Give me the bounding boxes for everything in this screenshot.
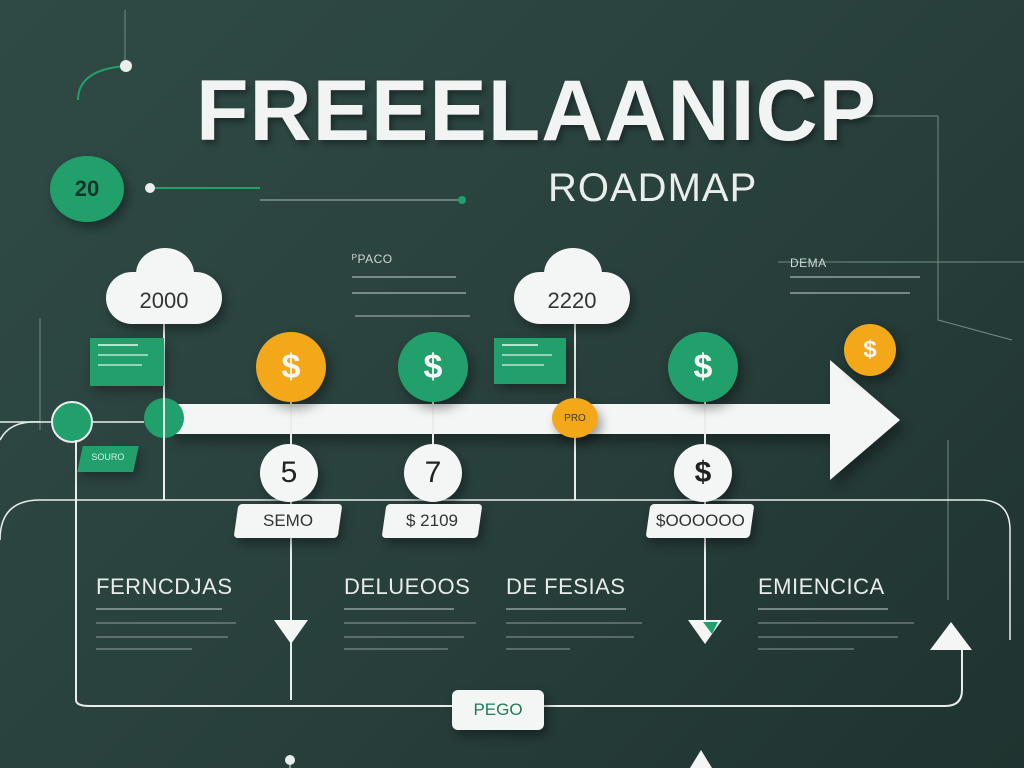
text-line xyxy=(758,622,914,624)
dollar-icon: $ xyxy=(844,324,896,376)
value-pill-label: SEMO xyxy=(262,511,314,530)
side-note-line xyxy=(790,276,920,278)
info-box-middle xyxy=(494,338,566,384)
step-number: 5 xyxy=(260,444,318,502)
cloud-label: 2000 xyxy=(139,288,189,313)
cloud-milestone-1: 2000 xyxy=(106,248,222,324)
text-line xyxy=(758,648,854,650)
text-line xyxy=(506,648,570,650)
pego-button[interactable]: PEGO xyxy=(452,690,544,730)
side-note-line xyxy=(790,292,910,294)
cloud-milestone-2: 2220 xyxy=(514,248,630,324)
source-badge-label: SOURO xyxy=(91,452,125,462)
section-heading: DELUEOOS xyxy=(344,574,471,599)
text-line xyxy=(506,636,634,638)
text-line xyxy=(758,608,888,610)
text-line xyxy=(96,608,222,610)
text-line xyxy=(344,608,454,610)
text-line xyxy=(96,648,192,650)
text-line xyxy=(96,622,236,624)
step-number: 7 xyxy=(404,444,462,502)
cloud-label: 2220 xyxy=(547,288,597,313)
section-heading: FERNCDJAS xyxy=(96,574,233,599)
text-line xyxy=(758,636,898,638)
text-line xyxy=(506,608,626,610)
side-note-line xyxy=(352,292,466,294)
page-title: FREEELAANICP xyxy=(196,63,877,159)
year-badge: 20 xyxy=(50,156,124,222)
source-badge: SOURO xyxy=(77,446,139,472)
side-note-line xyxy=(352,276,456,278)
pro-marker: PRO xyxy=(552,398,598,438)
value-pill-label: $ 2109 xyxy=(406,511,458,530)
section-heading: EMIENCICA xyxy=(758,574,885,599)
value-pill-label: $OOOOOO xyxy=(655,511,745,530)
side-note-left-heading: ᴾPACO xyxy=(352,252,393,266)
value-pill: $OOOOOO xyxy=(645,504,755,538)
text-line xyxy=(506,622,642,624)
page-subtitle: ROADMAP xyxy=(548,166,758,210)
text-line xyxy=(344,622,476,624)
info-box-left xyxy=(90,338,164,386)
section-heading: DE FESIAS xyxy=(506,574,626,599)
text-line xyxy=(344,648,448,650)
text-line xyxy=(96,636,228,638)
value-pill: SEMO xyxy=(233,504,343,538)
value-pill: $ 2109 xyxy=(381,504,483,538)
dollar-icon: $ xyxy=(256,332,326,402)
dollar-icon: $ xyxy=(668,332,738,402)
dollar-step-icon: $ xyxy=(674,444,732,502)
side-note-right-heading: DEMA xyxy=(790,256,827,270)
text-line xyxy=(344,636,464,638)
dollar-icon: $ xyxy=(398,332,468,402)
